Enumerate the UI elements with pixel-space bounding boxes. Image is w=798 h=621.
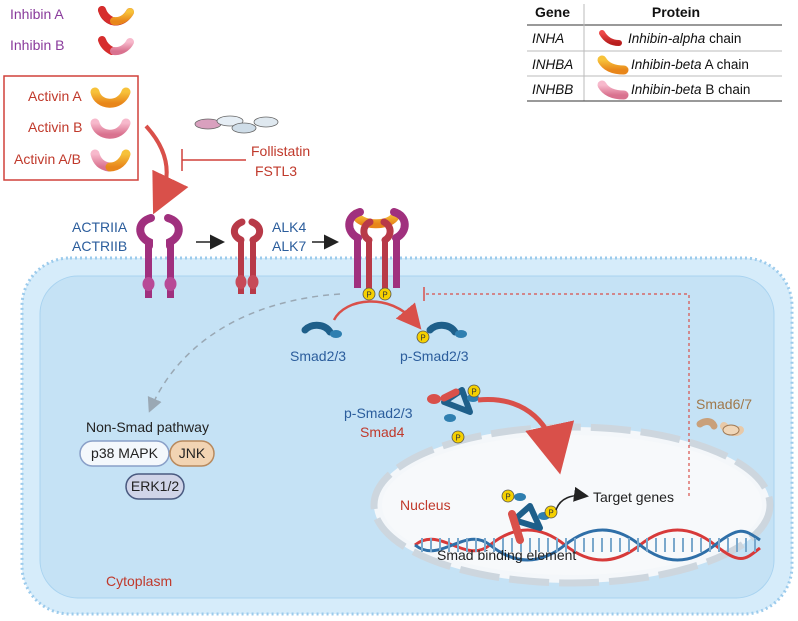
svg-text:P: P (548, 509, 553, 518)
smad23-icon (301, 321, 342, 338)
svg-text:Inhibin-alpha chain: Inhibin-alpha chain (628, 31, 741, 46)
svg-text:P: P (420, 334, 425, 343)
table-row: INHA Inhibin-alpha chain (532, 30, 741, 46)
fstl3-label: FSTL3 (255, 163, 297, 179)
protein-suffix: A chain (702, 57, 749, 72)
follistatin-label: Follistatin (251, 143, 310, 159)
table-row: INHBB Inhibin-beta B chain (532, 80, 750, 100)
table-header-gene: Gene (535, 4, 570, 20)
table-row: INHBA Inhibin-beta A chain (532, 55, 749, 75)
inhbb-chain-icon (597, 80, 629, 100)
svg-text:P: P (382, 291, 387, 300)
cytoplasm-label: Cytoplasm (106, 573, 172, 589)
activin-binding-arrow (144, 124, 189, 215)
alk7-label: ALK7 (272, 238, 306, 254)
activin-b-label: Activin B (28, 119, 82, 135)
transcription-arrow (555, 486, 589, 511)
inhibin-a-label: Inhibin A (10, 6, 64, 22)
receptor-complex: P P (345, 208, 409, 301)
phospho-2 (378, 287, 392, 301)
protein-suffix: B chain (702, 82, 751, 97)
svg-text:P: P (366, 291, 371, 300)
svg-text:P: P (471, 388, 476, 397)
follistatin-icon (194, 115, 279, 134)
activin-b-icon (90, 118, 131, 139)
smad67-label: Smad6/7 (696, 396, 752, 412)
phospho-1 (362, 287, 376, 301)
svg-text:Inhibin-beta A chain: Inhibin-beta A chain (631, 57, 749, 72)
gene-name: INHBB (532, 82, 573, 97)
activin-ab-icon (90, 149, 131, 172)
complex-label-smad4: Smad4 (360, 424, 405, 440)
jnk-label: JNK (179, 445, 206, 461)
svg-text:Inhibin-beta B chain: Inhibin-beta B chain (631, 82, 750, 97)
phosphorylation-arrow (332, 300, 422, 330)
inhibin-b-label: Inhibin B (10, 37, 64, 53)
alk4-label: ALK4 (272, 219, 306, 235)
inhibin-b-icon (98, 36, 134, 56)
sbe-label: Smad binding element (437, 547, 576, 563)
protein-name: Inhibin-alpha (628, 31, 706, 46)
dna-helix (414, 528, 761, 562)
type1-receptor-left (230, 218, 247, 294)
smad67-feedback-line (424, 293, 690, 496)
smad23-label: Smad2/3 (290, 348, 346, 364)
gene-name: INHBA (532, 57, 573, 72)
inhba-chain-icon (597, 55, 629, 75)
non-smad-arrow (147, 293, 341, 413)
erk-box (125, 473, 185, 500)
smad-complex-icon: P P (427, 384, 481, 444)
target-genes-label: Target genes (593, 489, 674, 505)
gene-name: INHA (532, 31, 564, 46)
protein-name: Inhibin-beta (631, 82, 702, 97)
activin-box (3, 75, 139, 181)
nuclear-translocation-arrow (477, 397, 575, 475)
p38-mapk-label: p38 MAPK (91, 445, 159, 461)
actriib-label: ACTRIIB (72, 238, 127, 254)
inha-chain-icon (599, 30, 622, 46)
nucleus (370, 423, 774, 587)
type2-receptor-left (136, 214, 155, 298)
erk-label: ERK1/2 (131, 478, 179, 494)
activin-ab-label: Activin A/B (14, 151, 81, 167)
p38-mapk-box (79, 440, 170, 467)
smad67-icon (696, 418, 744, 437)
protein-name: Inhibin-beta (631, 57, 702, 72)
type2-receptor-right (164, 214, 183, 298)
activin-a-icon (90, 87, 131, 108)
table-header-protein: Protein (652, 4, 700, 20)
gene-protein-table: Gene Protein INHA Inhibin-alpha chain IN… (527, 4, 782, 102)
type1-receptor-right (247, 218, 264, 294)
complex-label-psmad: p-Smad2/3 (344, 405, 413, 421)
psmad23-icon: P (416, 321, 467, 344)
actriia-label: ACTRIIA (72, 219, 128, 235)
protein-suffix: chain (705, 31, 741, 46)
non-smad-title: Non-Smad pathway (86, 419, 209, 435)
jnk-box (169, 440, 215, 467)
svg-text:P: P (455, 434, 460, 443)
nucleus-label: Nucleus (400, 497, 451, 513)
inhibin-a-icon (98, 6, 134, 26)
psmad23-label: p-Smad2/3 (400, 348, 469, 364)
svg-text:P: P (505, 493, 510, 502)
nuclear-smad-complex: P P (501, 489, 558, 544)
activin-a-label: Activin A (28, 88, 82, 104)
